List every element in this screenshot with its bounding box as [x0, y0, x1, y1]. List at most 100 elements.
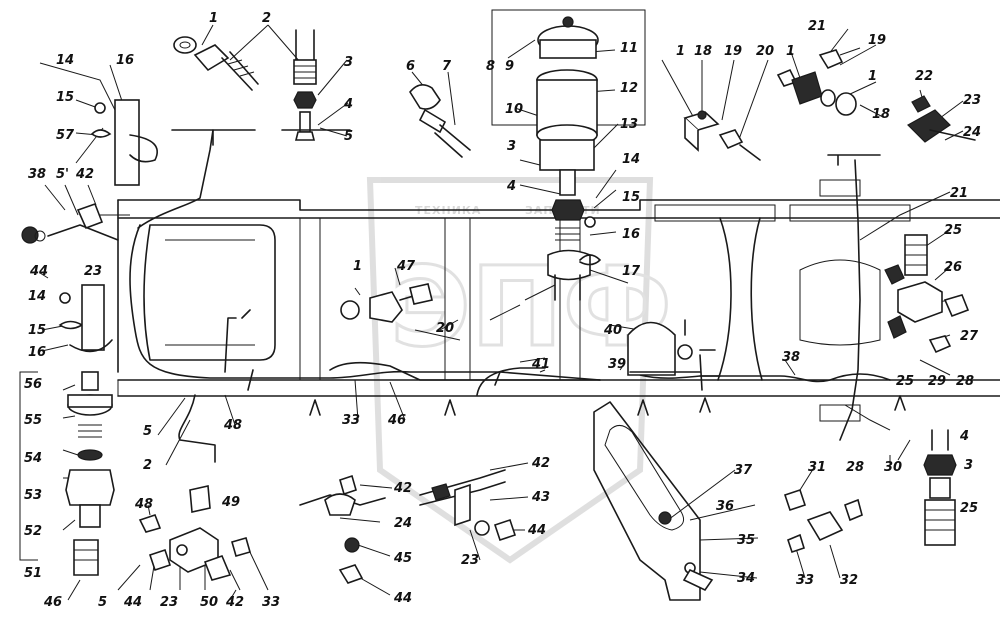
- bracket-22-24: [827, 95, 976, 166]
- callout-label: 25: [944, 223, 962, 238]
- callout-label: 3: [344, 55, 353, 70]
- callout-label: 10: [505, 102, 523, 117]
- callout-label: 3: [507, 139, 516, 154]
- sensor-51-56: [65, 371, 115, 576]
- bolt-14-15-16-filter: [579, 216, 601, 266]
- callout-label: 14: [56, 53, 74, 68]
- callout-label: 38: [28, 167, 46, 182]
- callout-label: 15: [56, 90, 74, 105]
- callout-label: 40: [603, 323, 622, 338]
- callout-label: 11: [620, 41, 638, 56]
- filter-assembly: [491, 9, 646, 301]
- callout-label: 13: [620, 117, 638, 132]
- hose-fitting-2-right: [293, 29, 317, 141]
- callout-label: 5': [56, 167, 69, 182]
- callout-label: 46: [387, 413, 406, 428]
- callout-label: 57: [56, 128, 75, 143]
- callout-label: 7: [442, 59, 452, 74]
- callout-label: 14: [28, 289, 46, 304]
- callout-label: 21: [950, 186, 968, 201]
- clamp-14-15-16-left: [90, 99, 158, 186]
- leader-lines: [19, 24, 964, 601]
- arrow-markers: [241, 309, 906, 416]
- callout-label: 8: [486, 59, 495, 74]
- callout-label: 9: [505, 59, 514, 74]
- callout-label: 32: [840, 573, 858, 588]
- callout-label: 1: [868, 69, 877, 84]
- tee-fitting-25-29: [884, 234, 970, 354]
- callout-label: 38: [782, 350, 800, 365]
- callout-label: 26: [944, 260, 962, 275]
- callout-label: 15: [622, 190, 640, 205]
- callout-label: 17: [622, 264, 641, 279]
- callout-label: 19: [868, 33, 886, 48]
- nut-44-left: [21, 224, 119, 244]
- callout-label: 2: [262, 11, 271, 26]
- callout-label: 20: [756, 44, 774, 59]
- callout-label: 31: [808, 460, 826, 475]
- callout-label: 42: [225, 595, 244, 610]
- fitting-47: [340, 283, 433, 323]
- valve-18-20: [683, 110, 761, 161]
- callout-label: 42: [75, 167, 94, 182]
- watermark-logo: ЭПФ: [390, 243, 672, 371]
- distributor-block: [138, 485, 251, 581]
- callout-label: 42: [393, 481, 412, 496]
- callout-label: 25: [896, 374, 914, 389]
- callout-label: 46: [43, 595, 62, 610]
- callout-label: 18: [694, 44, 712, 59]
- fitting-block-31-33: [783, 488, 863, 554]
- callout-label: 16: [28, 345, 46, 360]
- callout-label: 51: [24, 566, 42, 581]
- callout-label: 16: [116, 53, 134, 68]
- callout-label: 44: [29, 264, 48, 279]
- callout-label: 28: [956, 374, 974, 389]
- section-mark-top: [171, 129, 256, 146]
- callout-label: 20: [436, 321, 454, 336]
- callout-label: 24: [963, 125, 981, 140]
- callout-label: 43: [531, 490, 550, 505]
- callout-label: 12: [620, 81, 638, 96]
- callout-label: 48: [223, 418, 242, 433]
- callout-label: 29: [928, 374, 946, 389]
- hose-end-3-4-25: [923, 429, 957, 546]
- callout-label: 1: [786, 44, 795, 59]
- callout-label: 33: [262, 595, 280, 610]
- callout-labels: 1 2 3 4 5 6 7 8 9 10 11 12 13 14 15 16 5…: [24, 11, 981, 610]
- callout-label: 4: [506, 179, 516, 194]
- callout-label: 22: [915, 69, 933, 84]
- callout-label: 33: [342, 413, 360, 428]
- callout-label: 44: [123, 595, 142, 610]
- callout-label: 55: [24, 413, 42, 428]
- callout-label: 18: [872, 107, 890, 122]
- callout-label: 25: [960, 501, 978, 516]
- callout-label: 49: [221, 495, 240, 510]
- clip-assembly-42-43-23-44: [419, 469, 517, 542]
- callout-label: 44: [527, 523, 546, 538]
- callout-label: 30: [884, 460, 902, 475]
- hose-fitting-2-top: [193, 44, 259, 91]
- callout-label: 33: [796, 573, 814, 588]
- elbow-fitting-6-7: [409, 84, 471, 158]
- callout-label: 1: [353, 259, 362, 274]
- callout-label: 4: [959, 429, 969, 444]
- callout-label: 4: [343, 97, 353, 112]
- clamp-14-15-16-lower: [58, 284, 113, 353]
- callout-label: 24: [394, 516, 412, 531]
- callout-label: 44: [393, 591, 412, 606]
- callout-label: 56: [24, 377, 42, 392]
- callout-label: 41: [531, 357, 550, 372]
- brake-lines: [129, 129, 891, 463]
- callout-label: 14: [622, 152, 640, 167]
- fittings-21-19-18: [776, 47, 861, 116]
- callout-label: 5: [98, 595, 107, 610]
- callout-label: 6: [406, 59, 415, 74]
- callout-label: 36: [716, 499, 734, 514]
- callout-label: 54: [24, 451, 42, 466]
- callout-label: 19: [724, 44, 742, 59]
- bracket-34-37: [593, 401, 714, 601]
- callout-label: 35: [737, 533, 755, 548]
- callout-label: 50: [200, 595, 218, 610]
- callout-label: 1: [676, 44, 685, 59]
